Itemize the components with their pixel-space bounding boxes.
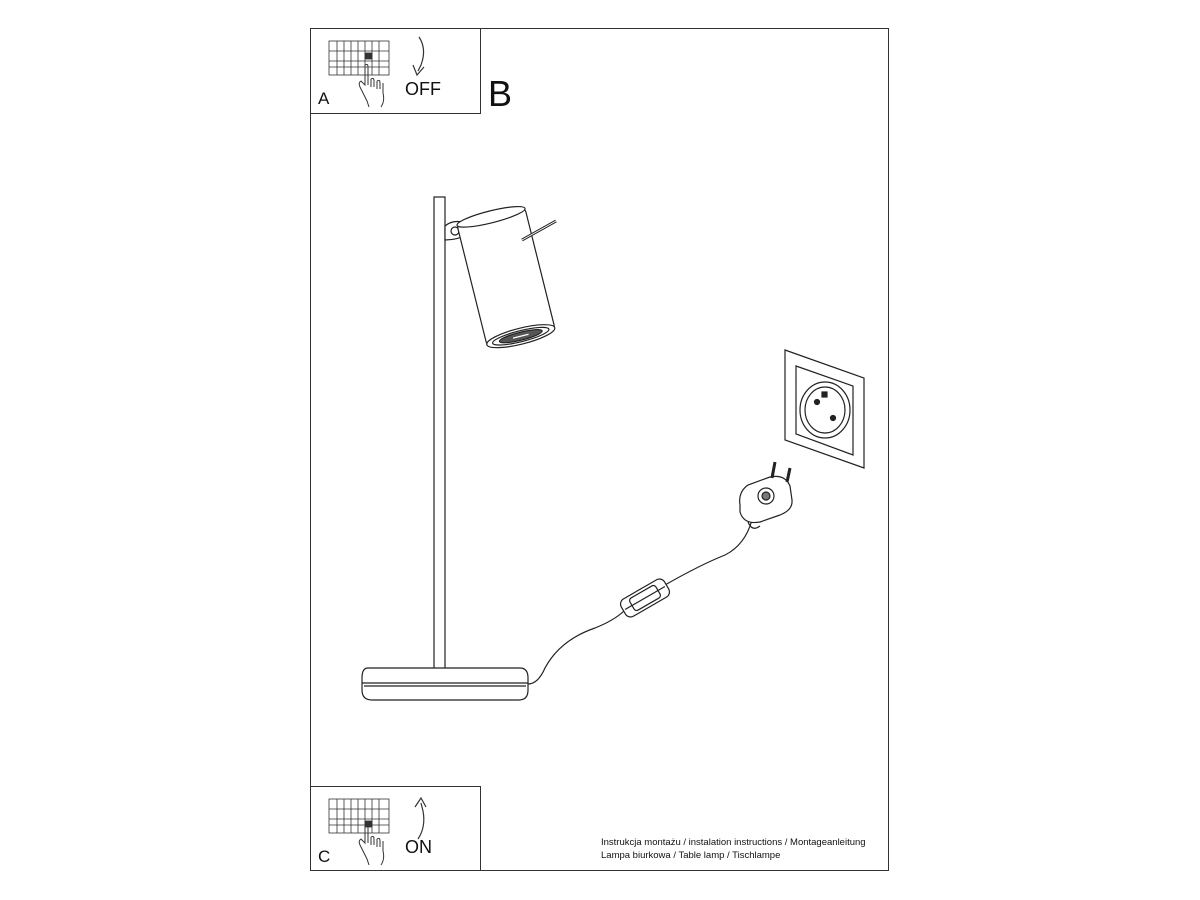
arrow-down-icon bbox=[412, 36, 425, 77]
lamp-base bbox=[361, 667, 529, 701]
lamp-stem bbox=[433, 196, 446, 671]
cable-upper bbox=[664, 519, 753, 586]
off-label: OFF bbox=[405, 79, 441, 99]
step-c-label: C bbox=[318, 847, 331, 866]
step-a-panel: A OFF bbox=[310, 28, 481, 114]
inline-switch bbox=[619, 578, 671, 618]
caption-line-1: Instrukcja montażu / instalation instruc… bbox=[601, 837, 866, 848]
circuit-breaker-icon bbox=[328, 40, 390, 76]
instruction-sheet bbox=[310, 28, 889, 871]
wall-socket bbox=[784, 349, 865, 469]
on-label: ON bbox=[405, 837, 432, 857]
caption-line-2: Lampa biurkowa / Table lamp / Tischlampe bbox=[601, 850, 781, 861]
caption: Instrukcja montażu / instalation instruc… bbox=[601, 836, 866, 862]
lamp-knob bbox=[521, 219, 557, 242]
cable-lower bbox=[527, 609, 626, 685]
step-a-label: A bbox=[318, 89, 330, 108]
power-plug bbox=[739, 461, 793, 529]
lamp-head bbox=[456, 205, 556, 349]
hand-icon bbox=[358, 63, 385, 108]
step-c-panel: C ON bbox=[310, 786, 481, 871]
hand-icon bbox=[358, 821, 385, 866]
circuit-breaker-icon bbox=[328, 798, 390, 834]
arrow-up-icon bbox=[414, 796, 427, 840]
step-b-label: B bbox=[488, 73, 513, 114]
